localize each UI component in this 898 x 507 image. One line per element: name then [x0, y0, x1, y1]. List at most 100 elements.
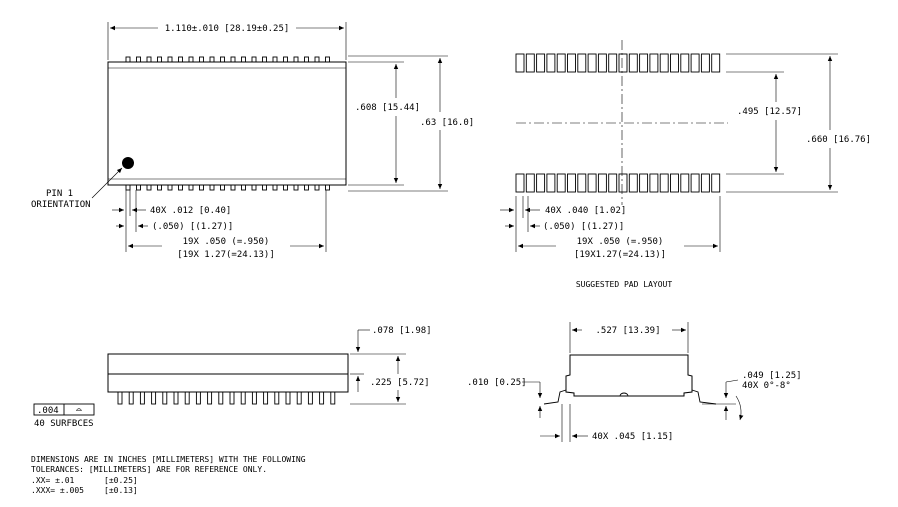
pad: [670, 53, 679, 73]
pad: [587, 173, 597, 193]
top-view-lower-leads: [125, 184, 330, 191]
suggested-pad-layout: .495 [12.57] .660 [16.76] 40X .040 [1.02…: [500, 40, 871, 289]
lead: [285, 391, 291, 405]
lead-thickness-dimension: .010 [0.25]: [467, 378, 527, 388]
lead: [304, 184, 309, 191]
surfaces-label: 40 SURFBCES: [34, 419, 94, 429]
pad: [649, 53, 659, 73]
lead: [207, 391, 213, 405]
left-gullwing-lead: [543, 389, 567, 405]
pad: [556, 53, 566, 73]
notes-line-1: DIMENSIONS ARE IN INCHES [MILLIMETERS] W…: [31, 455, 306, 464]
notes-line-3-metric: [±0.25]: [104, 476, 138, 485]
lead: [262, 56, 267, 63]
lead: [136, 56, 141, 63]
lead: [218, 391, 224, 405]
lead: [162, 391, 168, 405]
pin1-label: PIN 1: [46, 189, 73, 199]
pad: [690, 53, 700, 73]
pad: [711, 173, 721, 193]
pad-row-upper: [515, 53, 721, 73]
lead: [136, 184, 141, 191]
pin1-orientation-label: ORIENTATION: [31, 200, 91, 210]
pad-inner-dimension: .495 [12.57]: [737, 107, 802, 117]
pad: [639, 53, 649, 73]
lead: [293, 184, 299, 191]
pad-layout-title: SUGGESTED PAD LAYOUT: [576, 280, 673, 289]
foot-dimension: .049 [1.25]: [742, 371, 802, 381]
lead: [188, 56, 194, 63]
pad-span-metric-dimension: [19X1.27(=24.13)]: [574, 250, 666, 260]
lead: [139, 391, 145, 405]
lead: [241, 56, 246, 63]
end-width-dimension: .527 [13.39]: [595, 326, 660, 336]
pad: [628, 53, 638, 73]
pad: [659, 173, 669, 193]
lead-span-metric-dimension: [19X 1.27(=24.13)]: [177, 250, 275, 260]
height-dimension: .225 [5.72]: [370, 378, 430, 388]
coplanarity-value: .004: [37, 406, 59, 416]
pad: [649, 173, 659, 193]
lead: [146, 56, 152, 63]
pad: [711, 53, 721, 73]
pitch-dimension: (.050) [(1.27)]: [152, 222, 233, 232]
lead: [283, 56, 288, 63]
lead: [146, 184, 152, 191]
lead: [199, 184, 204, 191]
pad: [567, 53, 576, 73]
package-body-side: [107, 353, 349, 375]
lead: [272, 56, 278, 63]
lead: [307, 391, 313, 405]
pad: [680, 173, 690, 193]
leader-line: [91, 167, 123, 199]
right-gullwing-lead: [691, 389, 717, 405]
lead: [220, 56, 225, 63]
pad-pitch-dimension: (.050) [(1.27)]: [543, 222, 624, 232]
lead: [128, 391, 134, 405]
lead: [230, 56, 236, 63]
profile-of-surface-icon: ⌓: [76, 406, 82, 416]
lead: [293, 56, 299, 63]
pad: [546, 173, 556, 193]
pad: [700, 53, 710, 73]
lead: [325, 56, 330, 63]
body-notch: [619, 392, 629, 397]
lead: [251, 56, 257, 63]
notes-line-2: TOLERANCES: [MILLIMETERS] ARE FOR REFERE…: [31, 465, 267, 474]
lead: [325, 184, 330, 191]
lead: [178, 56, 183, 63]
pad: [618, 173, 628, 193]
lead: [125, 56, 131, 63]
pad: [546, 53, 556, 73]
pad: [536, 173, 546, 193]
lead: [251, 184, 257, 191]
lead: [151, 391, 157, 405]
lead: [167, 56, 173, 63]
pad: [525, 173, 535, 193]
lead: [262, 184, 267, 191]
pad-span-dimension: 19X .050 (=.950): [577, 237, 664, 247]
pad: [618, 53, 628, 73]
lead: [125, 184, 131, 191]
pad: [680, 53, 690, 73]
pad: [525, 53, 535, 73]
pad: [639, 173, 649, 193]
lead: [251, 391, 257, 405]
pad: [670, 173, 679, 193]
pad: [556, 173, 566, 193]
standoff-dimension: .078 [1.98]: [372, 326, 432, 336]
leader-line: [725, 379, 739, 383]
notes-line-3: .XX= ±.01: [31, 476, 75, 485]
pad: [597, 53, 607, 73]
lead: [117, 391, 123, 405]
side-view-leads: [117, 391, 336, 405]
notes-line-4-metric: [±0.13]: [104, 486, 138, 495]
pin1-dot: [122, 157, 134, 169]
pad: [700, 173, 710, 193]
width-dimension: 1.110±.010 [28.19±0.25]: [165, 24, 290, 34]
lead: [330, 391, 336, 405]
lead: [209, 56, 215, 63]
pad: [567, 173, 576, 193]
top-view-upper-leads: [125, 56, 330, 63]
lead: [157, 184, 162, 191]
